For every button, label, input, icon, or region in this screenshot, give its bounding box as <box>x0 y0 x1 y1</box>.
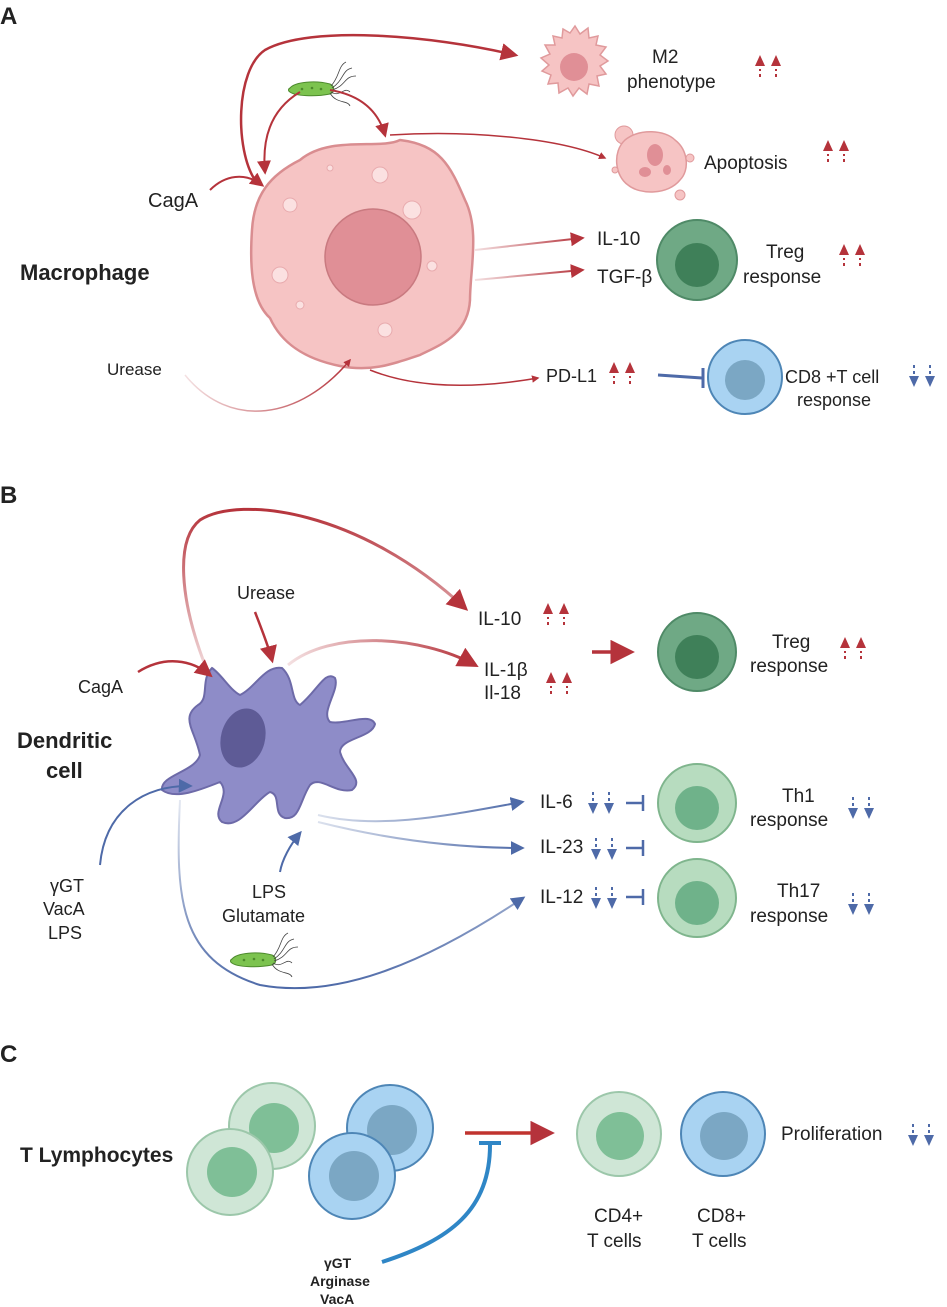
m2-label-line1: M2 <box>652 47 678 68</box>
arrow-dc-to-il10 <box>182 507 469 666</box>
panel-letter-a: A <box>0 3 17 30</box>
th17-cell <box>657 858 737 938</box>
arrow-urease-to-macrophage <box>184 358 351 412</box>
th17-label-line1: Th17 <box>777 881 820 902</box>
arrow-ggt-to-dc <box>99 778 193 866</box>
cd8-t-cell <box>680 1091 766 1177</box>
arginase-label-c: Arginase <box>310 1273 370 1289</box>
treg-cell-b <box>657 612 737 692</box>
macrophage-label: Macrophage <box>20 260 150 285</box>
il10-label-b: IL-10 <box>478 609 521 630</box>
vaca-label-c: VacA <box>320 1291 354 1307</box>
arrow-to-il10-a <box>474 232 585 251</box>
treg-increase-icon-b <box>839 636 867 660</box>
th1-label-line2: response <box>750 810 828 831</box>
bacterium-icon <box>288 61 357 107</box>
il6-label: IL-6 <box>540 792 573 813</box>
t-lymphocytes-label: T Lymphocytes <box>20 1144 173 1167</box>
proliferation-label: Proliferation <box>781 1124 882 1145</box>
panel-a: A Macrophage M2 phenotype <box>0 3 936 415</box>
inhibitor-line-c <box>381 1144 492 1264</box>
m2-macrophage-icon <box>539 24 610 98</box>
treg-label-a-line2: response <box>743 267 821 288</box>
arrow-dc-to-il23 <box>317 821 525 855</box>
il6-decrease-icon <box>587 791 615 815</box>
glutamate-label: Glutamate <box>222 906 305 926</box>
il23-decrease-icon <box>590 837 618 861</box>
arrow-bacterium-down <box>329 89 389 138</box>
arrow-to-tgfb-a <box>474 264 585 281</box>
il1b-label: IL-1β <box>484 660 528 681</box>
il18-label: Il-18 <box>484 683 521 704</box>
il10-increase-icon-b <box>542 602 570 626</box>
caga-label-b: CagA <box>78 677 123 697</box>
il1b-increase-icon <box>545 671 573 695</box>
treg-label-a-line1: Treg <box>766 242 804 263</box>
apoptosis-label: Apoptosis <box>704 153 787 174</box>
cd8-label-c-line1: CD8+ <box>697 1206 746 1227</box>
treg-label-b-line2: response <box>750 656 828 677</box>
arrow-dc-to-il12 <box>177 799 526 990</box>
il10-label-a: IL-10 <box>597 229 640 250</box>
lps-label-b2: LPS <box>252 882 286 902</box>
cd8-decrease-icon-a <box>908 364 936 388</box>
arrow-caga-to-dc <box>137 659 213 678</box>
urease-label-b: Urease <box>237 583 295 603</box>
bacterium-icon-b <box>230 932 299 978</box>
dendritic-label-line1: Dendritic <box>17 728 112 753</box>
arrow-lps-glutamate-to-dc <box>279 830 302 873</box>
apoptotic-cell-icon <box>611 125 695 201</box>
th1-label-line1: Th1 <box>782 786 815 807</box>
dendritic-cell <box>161 666 377 825</box>
cd4-label-line1: CD4+ <box>594 1206 643 1227</box>
arrow-caga-to-macrophage <box>209 172 265 191</box>
cd4-t-cell <box>576 1091 662 1177</box>
il12-label: IL-12 <box>540 887 583 908</box>
ggt-label-c: γGT <box>324 1255 352 1271</box>
pdl1-label: PD-L1 <box>546 366 597 386</box>
cd8-label-a-line1: CD8 +T cell <box>785 367 879 387</box>
th1-cell <box>657 763 737 843</box>
ggt-label-b: γGT <box>50 876 84 896</box>
cd4-label-line2: T cells <box>587 1231 642 1252</box>
panel-c: C T Lymphocytes γGT Arginase VacA CD4+ T… <box>0 1041 935 1307</box>
il23-label: IL-23 <box>540 837 583 858</box>
panel-b: B Dendritic cell Urease CagA IL-10 IL-1β… <box>0 482 875 990</box>
arrow-to-m2 <box>239 33 519 181</box>
arrow-bacterium-to-macrophage <box>256 91 301 175</box>
arrow-dc-to-il1b <box>287 639 479 668</box>
lps-label-b: LPS <box>48 923 82 943</box>
apoptosis-increase-icon <box>822 139 850 163</box>
cd8-label-a-line2: response <box>797 390 871 410</box>
tgfb-label-a: TGF-β <box>597 267 652 288</box>
panel-letter-b: B <box>0 482 17 509</box>
arrow-to-apoptosis <box>389 132 607 159</box>
m2-increase-icon <box>754 54 782 78</box>
caga-label-a: CagA <box>148 190 199 212</box>
macrophage-cell <box>249 138 475 370</box>
treg-cell-a <box>656 219 738 301</box>
panel-letter-c: C <box>0 1041 17 1068</box>
cd8-cell-a <box>707 339 783 415</box>
dendritic-label-line2: cell <box>46 758 83 783</box>
m2-label-line2: phenotype <box>627 72 716 93</box>
th1-decrease-icon <box>847 796 875 820</box>
pdl1-increase-icon <box>608 361 636 385</box>
treg-label-b-line1: Treg <box>772 632 810 653</box>
vaca-label-b: VacA <box>43 899 85 919</box>
treg-increase-icon-a <box>838 243 866 267</box>
th17-label-line2: response <box>750 906 828 927</box>
t-cell-cluster <box>186 1082 434 1220</box>
proliferation-decrease-icon <box>907 1123 935 1147</box>
cd8-label-c-line2: T cells <box>692 1231 747 1252</box>
th17-decrease-icon <box>847 892 875 916</box>
urease-label-a: Urease <box>107 360 162 379</box>
arrow-urease-to-dc <box>253 611 277 664</box>
il12-decrease-icon <box>590 886 618 910</box>
pdl1-inhibition-line <box>657 373 703 380</box>
arrow-dc-to-il6 <box>317 797 525 823</box>
arrow-to-pdl1 <box>369 369 540 387</box>
